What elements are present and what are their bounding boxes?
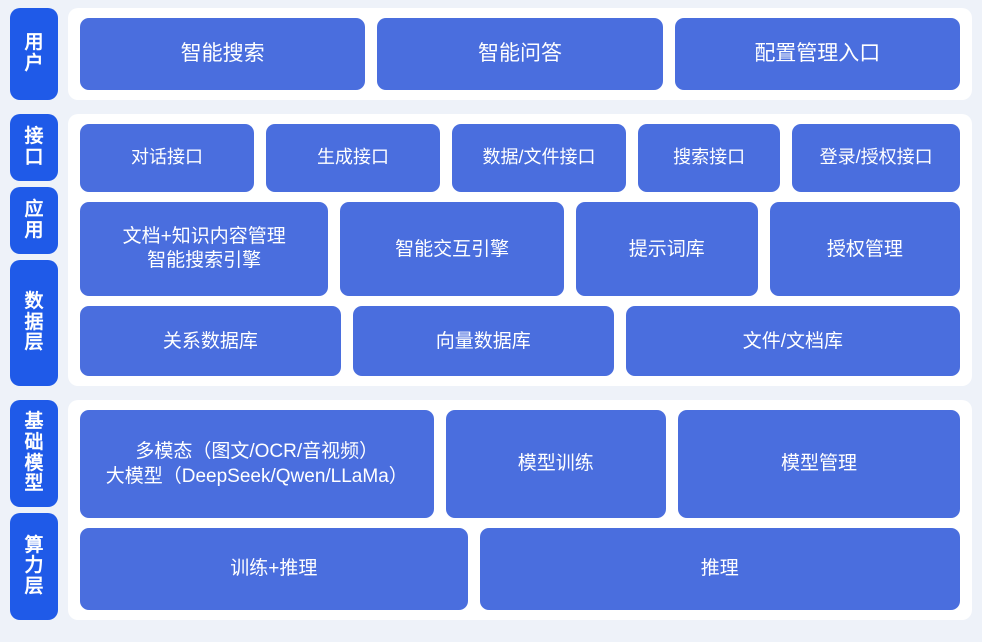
layer-tab-application[interactable]: 应用 (10, 187, 58, 254)
box-dialog-interface[interactable]: 对话接口 (80, 124, 254, 193)
layer-panel-middle: 对话接口 生成接口 数据/文件接口 搜索接口 登录/授权接口 文档+知识内容管理… (68, 114, 972, 386)
layer-section-middle: 接口 应用 数据层 对话接口 生成接口 数据/文件接口 搜索接口 登录/授权接口… (10, 114, 972, 386)
layer-tab-column-base: 基础模型 算力层 (10, 400, 58, 620)
layer-tab-foundation-model-label: 基础模型 (24, 411, 44, 495)
box-model-training[interactable]: 模型训练 (445, 410, 667, 518)
layer-panel-user: 智能搜索 智能问答 配置管理入口 (68, 8, 972, 100)
layer-tab-data[interactable]: 数据层 (10, 260, 58, 386)
box-doc-knowledge-management[interactable]: 文档+知识内容管理 智能搜索引擎 (80, 202, 329, 297)
box-inference[interactable]: 推理 (479, 527, 960, 611)
box-login-auth-interface[interactable]: 登录/授权接口 (792, 124, 960, 193)
layer-tab-compute[interactable]: 算力层 (10, 513, 58, 620)
layer-tab-interface-label: 接口 (24, 125, 44, 168)
row-user-entries: 智能搜索 智能问答 配置管理入口 (80, 18, 960, 90)
row-compute: 训练+推理 推理 (80, 527, 960, 611)
box-data-file-interface[interactable]: 数据/文件接口 (451, 124, 626, 193)
layer-tab-user-label: 用户 (24, 32, 44, 74)
row-interface: 对话接口 生成接口 数据/文件接口 搜索接口 登录/授权接口 (80, 124, 960, 193)
layer-section-user: 用户 智能搜索 智能问答 配置管理入口 (10, 8, 972, 100)
layer-tab-foundation-model[interactable]: 基础模型 (10, 400, 58, 507)
box-authorization-management[interactable]: 授权管理 (769, 202, 960, 297)
layer-panel-base: 多模态（图文/OCR/音视频） 大模型（DeepSeek/Qwen/LLaMa）… (68, 400, 972, 620)
box-config-management-entry[interactable]: 配置管理入口 (674, 18, 960, 90)
box-model-management[interactable]: 模型管理 (678, 410, 960, 518)
box-file-document-store[interactable]: 文件/文档库 (625, 306, 960, 376)
layer-tab-column-middle: 接口 应用 数据层 (10, 114, 58, 386)
box-prompt-library[interactable]: 提示词库 (575, 202, 758, 297)
box-relational-database[interactable]: 关系数据库 (80, 306, 341, 376)
layer-tab-user[interactable]: 用户 (10, 8, 58, 100)
box-training-inference[interactable]: 训练+推理 (80, 527, 468, 611)
box-multimodal-large-model[interactable]: 多模态（图文/OCR/音视频） 大模型（DeepSeek/Qwen/LLaMa） (80, 410, 434, 518)
box-smart-interaction-engine[interactable]: 智能交互引擎 (340, 202, 564, 297)
row-data: 关系数据库 向量数据库 文件/文档库 (80, 306, 960, 376)
box-smart-qa[interactable]: 智能问答 (377, 18, 663, 90)
box-generation-interface[interactable]: 生成接口 (265, 124, 440, 193)
layer-tab-data-label: 数据层 (24, 291, 44, 354)
box-smart-search[interactable]: 智能搜索 (80, 18, 366, 90)
layer-tab-interface[interactable]: 接口 (10, 114, 58, 181)
row-application: 文档+知识内容管理 智能搜索引擎 智能交互引擎 提示词库 授权管理 (80, 202, 960, 297)
row-foundation-model: 多模态（图文/OCR/音视频） 大模型（DeepSeek/Qwen/LLaMa）… (80, 410, 960, 518)
box-search-interface[interactable]: 搜索接口 (637, 124, 781, 193)
box-vector-database[interactable]: 向量数据库 (352, 306, 614, 376)
layer-tab-column-user: 用户 (10, 8, 58, 100)
layer-tab-compute-label: 算力层 (24, 534, 44, 597)
layer-section-base: 基础模型 算力层 多模态（图文/OCR/音视频） 大模型（DeepSeek/Qw… (10, 400, 972, 620)
layer-tab-application-label: 应用 (24, 198, 44, 241)
